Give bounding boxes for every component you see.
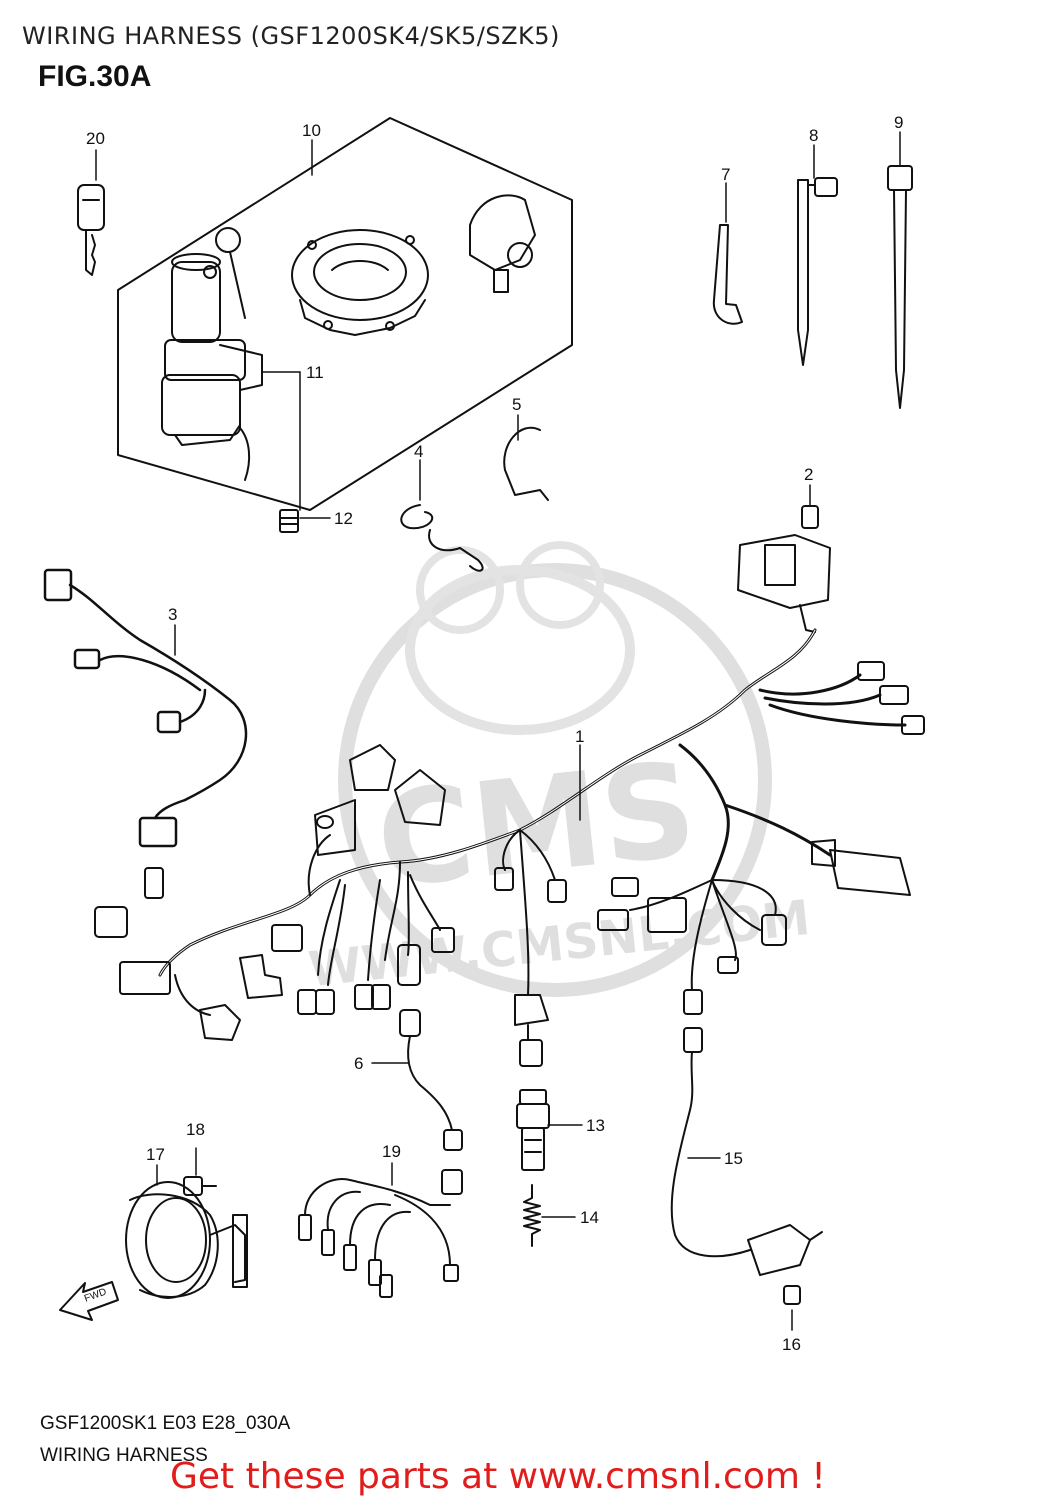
parts-link-banner[interactable]: Get these parts at www.cmsnl.com ! (170, 1456, 826, 1497)
sensor-lead-part (399, 1009, 463, 1151)
callout-numbers: 1 2 3 4 5 6 7 8 9 10 11 12 13 14 15 16 1… (86, 113, 903, 1354)
brake-switch-part (516, 1089, 550, 1171)
bolt-part (279, 509, 299, 533)
horn-part (125, 1181, 248, 1299)
fuse-part (801, 505, 819, 529)
callout-14: 14 (580, 1208, 599, 1227)
ignition-key-part (77, 184, 105, 276)
main-wiring-harness (158, 628, 907, 977)
forward-direction-arrow (59, 1281, 119, 1321)
callout-9: 9 (894, 113, 903, 132)
lead-wire-set-part (298, 1169, 463, 1298)
callout-12: 12 (334, 509, 353, 528)
ignition-switch-part (161, 227, 263, 481)
callout-2: 2 (804, 465, 813, 484)
figure-label: FIG.30A (38, 60, 152, 93)
callout-7: 7 (721, 165, 730, 184)
cable-tie-part-9 (887, 165, 913, 409)
callout-1: 1 (575, 727, 584, 746)
spring-clip-part (503, 426, 549, 501)
callout-11: 11 (306, 363, 324, 382)
lock-set-outline (117, 117, 573, 511)
spring-part (523, 1184, 541, 1247)
leader-lines (95, 131, 901, 1331)
callout-13: 13 (586, 1116, 605, 1135)
seat-lock-part (469, 194, 536, 293)
fwd-label: FWD (83, 1287, 108, 1305)
callout-4: 4 (414, 442, 423, 461)
cable-tie-part-8 (797, 177, 838, 366)
switch-lead-part (670, 1027, 823, 1276)
diagram-code: GSF1200SK1 E03 E28_030A (40, 1413, 291, 1434)
fuel-cap-part (291, 229, 429, 336)
callout-16: 16 (782, 1335, 801, 1354)
watermark-brand: CMS (370, 733, 703, 917)
callout-18: 18 (186, 1120, 205, 1139)
diagram-caption: WIRING HARNESS (40, 1445, 208, 1466)
callout-3: 3 (168, 605, 177, 624)
callout-8: 8 (809, 126, 818, 145)
horn-bolt-part (183, 1176, 217, 1196)
large-connector (829, 849, 911, 896)
screw-part (783, 1285, 801, 1305)
clamp-part (712, 224, 743, 325)
sub-harness-part-3 (43, 568, 248, 848)
wire-clip-part (400, 504, 484, 572)
callout-20: 20 (86, 129, 105, 148)
page-title: WIRING HARNESS (GSF1200SK4/SK5/SZK5) (22, 22, 560, 50)
callout-6: 6 (354, 1054, 363, 1073)
callout-17: 17 (146, 1145, 165, 1164)
callout-5: 5 (512, 395, 521, 414)
callout-19: 19 (382, 1142, 401, 1161)
cms-watermark: CMS WWW.CMSNL.COM (306, 541, 813, 998)
callout-15: 15 (724, 1149, 743, 1168)
callout-10: 10 (302, 121, 321, 140)
fuse-box-part (737, 534, 831, 633)
